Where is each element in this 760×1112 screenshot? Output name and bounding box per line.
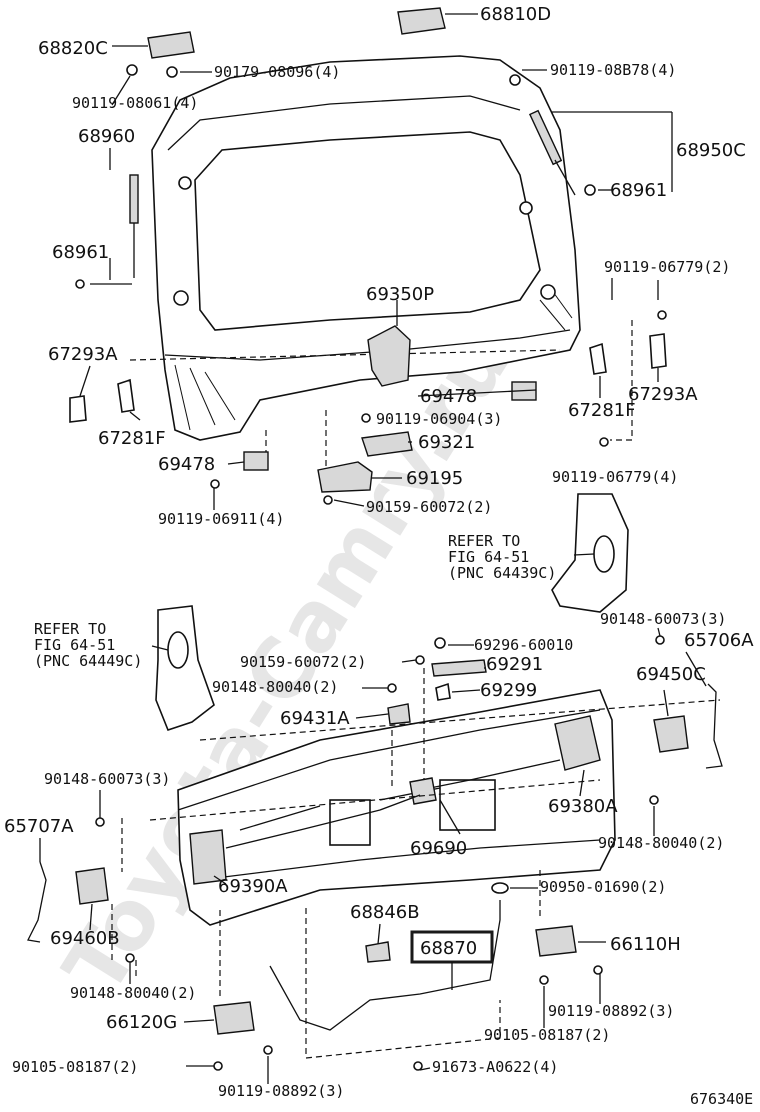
label-69431A[interactable]: 69431A xyxy=(280,708,350,729)
label-90148-80040-c[interactable]: 90148-80040(2) xyxy=(70,984,196,1002)
label-90119-08B78[interactable]: 90119-08B78(4) xyxy=(550,61,676,79)
hinge-68810D xyxy=(397,7,478,35)
label-90119-06779-a[interactable]: 90119-06779(2) xyxy=(604,258,730,276)
latch-69460B xyxy=(75,867,109,905)
actuator-66120G xyxy=(213,1001,255,1035)
label-66120G[interactable]: 66120G xyxy=(106,1012,177,1033)
label-68810D[interactable]: 68810D xyxy=(480,4,551,25)
stopper-67293A-left xyxy=(69,395,87,423)
label-69291[interactable]: 69291 xyxy=(486,654,543,675)
label-90105-08187-left[interactable]: 90105-08187(2) xyxy=(12,1058,138,1076)
trim-64449C xyxy=(155,605,215,731)
label-69299[interactable]: 69299 xyxy=(480,680,537,701)
bumper-67281F-left xyxy=(117,378,135,413)
reference-line: (PNC 64449C) xyxy=(34,652,142,670)
label-68961-left[interactable]: 68961 xyxy=(52,242,109,263)
label-69478-upper[interactable]: 69478 xyxy=(420,386,477,407)
cable-69690 xyxy=(419,759,561,791)
label-68961-right[interactable]: 68961 xyxy=(610,180,667,201)
bracket-69195 xyxy=(317,461,373,505)
lock-69390A xyxy=(189,829,227,885)
cable-68870 xyxy=(269,900,501,1031)
label-90179-08096[interactable]: 90179-08096(4) xyxy=(214,63,340,81)
label-69690[interactable]: 69690 xyxy=(410,838,467,859)
strut-68960 xyxy=(75,148,139,289)
leader-lines xyxy=(39,75,707,1084)
reference-line: REFER TO xyxy=(448,532,520,550)
reference-line: FIG 64-51 xyxy=(34,636,115,654)
lock-69380A xyxy=(554,715,601,771)
grommet-69299 xyxy=(435,682,451,701)
clamp-68846B xyxy=(365,941,391,963)
lower-door-panel xyxy=(177,689,616,926)
bumper-67281F-right xyxy=(589,342,607,375)
strut-68950C xyxy=(528,109,673,196)
label-69321[interactable]: 69321 xyxy=(418,432,475,453)
trim-64439C xyxy=(551,493,629,613)
actuator-66110H xyxy=(535,925,577,957)
label-90148-80040-b[interactable]: 90148-80040(2) xyxy=(598,834,724,852)
latch-69450C xyxy=(653,715,689,753)
label-90148-80040-a[interactable]: 90148-80040(2) xyxy=(212,678,338,696)
label-69380A[interactable]: 69380A xyxy=(548,796,618,817)
label-90119-06904[interactable]: 90119-06904(3) xyxy=(376,410,502,428)
label-90105-08187-right[interactable]: 90105-08187(2) xyxy=(484,1026,610,1044)
label-69350P[interactable]: 69350P xyxy=(366,284,434,305)
reference-line: FIG 64-51 xyxy=(448,548,529,566)
lock-69350P xyxy=(367,300,411,387)
label-90148-60073-b[interactable]: 90148-60073(3) xyxy=(44,770,170,788)
label-90159-60072-a[interactable]: 90159-60072(2) xyxy=(366,498,492,516)
label-90119-08892-left[interactable]: 90119-08892(3) xyxy=(218,1082,344,1100)
label-68846B[interactable]: 68846B xyxy=(350,902,420,923)
label-68820C[interactable]: 68820C xyxy=(38,38,108,59)
label-67281F-right[interactable]: 67281F xyxy=(568,400,636,421)
label-90950-01690[interactable]: 90950-01690(2) xyxy=(540,878,666,896)
label-69390A[interactable]: 69390A xyxy=(218,876,288,897)
bracket-69431A xyxy=(387,703,411,725)
label-65707A[interactable]: 65707A xyxy=(4,816,74,837)
label-90148-60073-a[interactable]: 90148-60073(3) xyxy=(600,610,726,628)
label-69450C[interactable]: 69450C xyxy=(636,664,706,685)
handle-69321 xyxy=(361,431,413,457)
reference-line: (PNC 64439C) xyxy=(448,564,556,582)
catalog-code: 676340E xyxy=(690,1090,753,1108)
hinge-68820C xyxy=(112,31,212,78)
clip-69296 xyxy=(434,637,446,649)
stopper-67293A-right xyxy=(649,333,667,369)
clip-90950 xyxy=(491,882,509,894)
label-90119-08892-right[interactable]: 90119-08892(3) xyxy=(548,1002,674,1020)
label-69478-lower[interactable]: 69478 xyxy=(158,454,215,475)
label-90159-60072-b[interactable]: 90159-60072(2) xyxy=(240,653,366,671)
reference-note-lower: REFER TO FIG 64-51 (PNC 64449C) xyxy=(34,620,142,670)
label-69195[interactable]: 69195 xyxy=(406,468,463,489)
label-67293A-left[interactable]: 67293A xyxy=(48,344,118,365)
label-90119-06911[interactable]: 90119-06911(4) xyxy=(158,510,284,528)
label-69296-60010[interactable]: 69296-60010 xyxy=(474,636,573,654)
switch-65707A xyxy=(27,861,47,943)
label-67281F-left[interactable]: 67281F xyxy=(98,428,166,449)
label-68870[interactable]: 68870 xyxy=(420,938,477,959)
trim-69291 xyxy=(431,659,487,677)
upper-door-frame xyxy=(151,55,581,441)
label-67293A-right[interactable]: 67293A xyxy=(628,384,698,405)
label-90119-08061[interactable]: 90119-08061(4) xyxy=(72,94,198,112)
label-68960[interactable]: 68960 xyxy=(78,126,135,147)
label-90119-06779-b[interactable]: 90119-06779(4) xyxy=(552,468,678,486)
label-91673-A0622[interactable]: 91673-A0622(4) xyxy=(432,1058,558,1076)
label-69460B[interactable]: 69460B xyxy=(50,928,120,949)
bolt-90119-08B78 xyxy=(509,74,521,86)
part-labels: 68810D 68820C 90179-08096(4) 90119-08B78… xyxy=(4,4,754,1100)
reference-note-upper: REFER TO FIG 64-51 (PNC 64439C) xyxy=(448,532,556,582)
label-66110H[interactable]: 66110H xyxy=(610,934,681,955)
label-65706A[interactable]: 65706A xyxy=(684,630,754,651)
reference-line: REFER TO xyxy=(34,620,106,638)
label-68950C[interactable]: 68950C xyxy=(676,140,746,161)
switch-65706A xyxy=(705,683,723,769)
switch-69478-lower xyxy=(210,451,269,489)
